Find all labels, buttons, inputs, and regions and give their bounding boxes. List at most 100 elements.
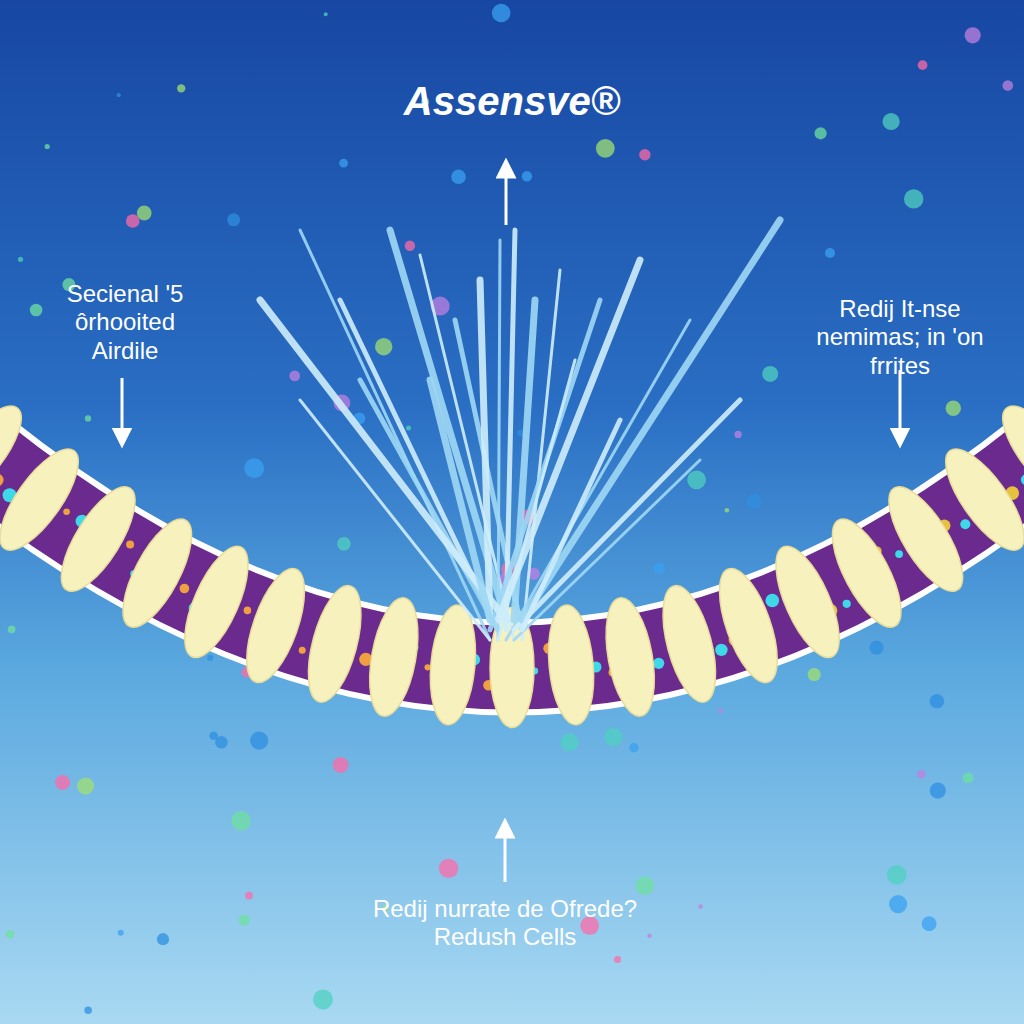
band-particle bbox=[299, 647, 306, 654]
particle-dot bbox=[117, 93, 121, 97]
particle-dot bbox=[245, 892, 253, 900]
particle-dot bbox=[118, 930, 124, 936]
particle-dot bbox=[126, 214, 140, 228]
band-particle bbox=[63, 508, 70, 515]
callout-label: Secienal '5 ôrhooited Airdile bbox=[40, 280, 210, 365]
burst-ray bbox=[300, 230, 490, 640]
burst-ray bbox=[522, 420, 620, 630]
particle-dot bbox=[207, 655, 213, 661]
particle-dot bbox=[451, 170, 466, 185]
particle-dot bbox=[917, 770, 925, 778]
particle-dot bbox=[439, 859, 458, 878]
particle-dot bbox=[687, 470, 706, 489]
particle-dot bbox=[30, 304, 43, 317]
particle-dot bbox=[250, 732, 268, 750]
particle-dot bbox=[965, 27, 981, 43]
particle-dot bbox=[324, 12, 328, 16]
particle-dot bbox=[333, 757, 349, 773]
particle-dot bbox=[869, 641, 883, 655]
particle-dot bbox=[289, 371, 300, 382]
particle-dot bbox=[725, 508, 730, 513]
particle-dot bbox=[653, 563, 665, 575]
particle-dot bbox=[45, 144, 50, 149]
particle-dot bbox=[946, 401, 961, 416]
band-particle bbox=[244, 607, 252, 615]
particle-dot bbox=[922, 916, 937, 931]
particle-dot bbox=[639, 149, 650, 160]
particle-dot bbox=[177, 84, 185, 92]
burst-ray bbox=[390, 230, 506, 620]
band-particle bbox=[895, 550, 903, 558]
burst-ray bbox=[498, 240, 500, 640]
band-particle bbox=[766, 594, 780, 608]
particle-dot bbox=[137, 206, 152, 221]
particle-dot bbox=[747, 494, 762, 509]
particle-dot bbox=[930, 694, 944, 708]
burst-ray bbox=[430, 380, 490, 620]
callout-label: Redij It-nse nemimas; in 'on frrites bbox=[808, 295, 993, 380]
particle-dot bbox=[762, 366, 778, 382]
particle-dot bbox=[698, 904, 703, 909]
particle-dot bbox=[157, 933, 169, 945]
particle-dot bbox=[55, 775, 70, 790]
particle-dot bbox=[604, 728, 622, 746]
band-particle bbox=[180, 584, 190, 594]
particle-dot bbox=[883, 113, 900, 130]
particle-dot bbox=[918, 60, 928, 70]
particle-dot bbox=[596, 139, 615, 158]
membrane-protein bbox=[362, 594, 426, 720]
band-particle bbox=[653, 658, 664, 669]
burst-ray bbox=[360, 380, 498, 630]
particle-dot bbox=[492, 4, 511, 23]
particle-dot bbox=[815, 127, 827, 139]
burst-ray bbox=[522, 220, 780, 620]
band-particle bbox=[843, 600, 851, 608]
particle-dot bbox=[406, 426, 411, 431]
membrane-protein bbox=[932, 438, 1024, 561]
membrane-protein bbox=[989, 394, 1024, 515]
particle-dot bbox=[405, 241, 415, 251]
particle-dot bbox=[77, 777, 94, 794]
particle-dot bbox=[8, 625, 16, 633]
band-particle bbox=[126, 541, 134, 549]
burst-ray bbox=[498, 360, 575, 640]
particle-dot bbox=[85, 415, 91, 421]
membrane-protein bbox=[235, 562, 317, 690]
particle-dot bbox=[209, 732, 218, 741]
particle-dot bbox=[904, 189, 923, 208]
particle-dot bbox=[244, 458, 264, 478]
particle-dot bbox=[231, 811, 251, 831]
particle-dot bbox=[1003, 80, 1014, 91]
particle-dot bbox=[887, 865, 907, 885]
burst-ray bbox=[260, 300, 506, 620]
particle-dot bbox=[718, 708, 723, 713]
particle-dot bbox=[629, 743, 638, 752]
particle-dot bbox=[825, 248, 835, 258]
particle-dot bbox=[735, 431, 742, 438]
membrane-protein bbox=[653, 580, 726, 707]
burst-ray bbox=[514, 400, 740, 630]
band-particle bbox=[960, 519, 970, 529]
membrane-protein bbox=[598, 594, 662, 720]
particle-dot bbox=[339, 159, 348, 168]
particle-dot bbox=[239, 914, 250, 925]
membrane-protein bbox=[544, 603, 598, 726]
particle-dot bbox=[636, 876, 655, 895]
particle-dot bbox=[375, 338, 392, 355]
band-particle bbox=[0, 474, 4, 487]
particle-dot bbox=[313, 989, 333, 1009]
particle-dot bbox=[18, 257, 23, 262]
membrane-protein bbox=[426, 603, 480, 726]
diagram-title: Assensve® bbox=[262, 78, 762, 125]
particle-dot bbox=[963, 773, 974, 784]
particle-dot bbox=[84, 1006, 92, 1014]
particle-dot bbox=[561, 733, 579, 751]
particle-dot bbox=[6, 930, 15, 939]
burst-ray bbox=[480, 280, 490, 620]
particle-dot bbox=[647, 934, 651, 938]
particle-dot bbox=[227, 213, 240, 226]
membrane-protein bbox=[298, 580, 371, 707]
particle-dot bbox=[889, 895, 907, 913]
particle-dot bbox=[337, 537, 351, 551]
